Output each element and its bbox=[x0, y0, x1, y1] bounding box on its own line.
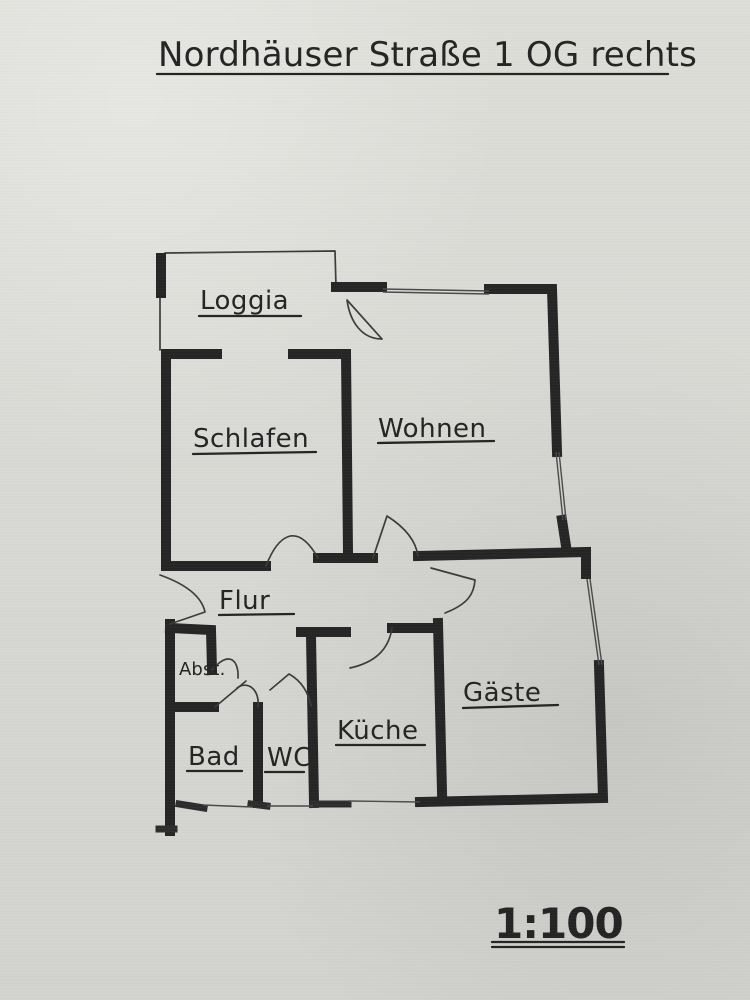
schlafen-label: Schlafen bbox=[193, 424, 309, 454]
kueche-label: Küche bbox=[337, 716, 419, 746]
wohnen-underline bbox=[376, 439, 496, 445]
room-labels: Loggia Schlafen Wohnen Flur Abst. Bad WC… bbox=[179, 286, 560, 774]
schlafen-door-swing bbox=[265, 535, 319, 567]
gaeste-window bbox=[586, 578, 603, 666]
wohnen-side-window bbox=[555, 451, 567, 521]
gaeste-outer-wall bbox=[414, 659, 609, 808]
loggia-label: Loggia bbox=[200, 286, 289, 316]
kueche-gaeste-wall bbox=[432, 617, 448, 798]
wohnen-door-swing bbox=[372, 515, 419, 559]
title-group: Nordhäuser Straße 1 OG rechts bbox=[155, 35, 697, 76]
wohnen-small-post bbox=[556, 514, 572, 552]
bad-door-swing bbox=[236, 684, 259, 708]
abst-label: Abst. bbox=[179, 659, 225, 680]
plan-title: Nordhäuser Straße 1 OG rechts bbox=[158, 35, 697, 75]
walls bbox=[155, 284, 609, 836]
door-swings bbox=[159, 515, 476, 708]
gaeste-door-swing bbox=[430, 567, 476, 614]
scale-group: 1:100 bbox=[490, 899, 626, 949]
schlafen-underline bbox=[191, 450, 318, 456]
wc-kueche-wall bbox=[305, 630, 320, 809]
bad-label: Bad bbox=[188, 742, 240, 772]
loggia-top-rail bbox=[164, 250, 337, 288]
schlafen-wohnen-wall bbox=[340, 348, 354, 559]
bottom-wall-stubs bbox=[155, 799, 352, 833]
wohnen-label: Wohnen bbox=[378, 414, 487, 444]
wohnen-window bbox=[382, 288, 490, 295]
wc-label: WC bbox=[267, 743, 312, 773]
flur-underline bbox=[217, 612, 296, 617]
gaeste-underline bbox=[461, 703, 560, 710]
kueche-door-swing bbox=[349, 627, 393, 669]
scale-label: 1:100 bbox=[494, 899, 623, 948]
abst-wall bbox=[164, 622, 218, 676]
loggia-door-swing bbox=[346, 299, 383, 340]
windows-and-thin-lines bbox=[202, 288, 603, 808]
wohnen-right-wall bbox=[484, 284, 563, 458]
bottom-windows bbox=[202, 800, 421, 808]
entry-door-swing bbox=[159, 574, 206, 625]
loggia-outline bbox=[156, 250, 387, 351]
flur-label: Flur bbox=[219, 586, 270, 616]
wc-door-swing bbox=[269, 673, 312, 707]
wohnen-gaeste-wall bbox=[412, 546, 591, 579]
gaeste-label: Gäste bbox=[463, 678, 541, 708]
